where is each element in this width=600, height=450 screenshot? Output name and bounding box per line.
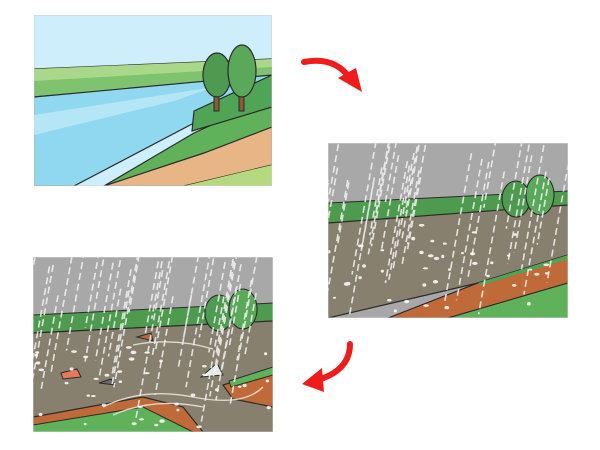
arrow-icon <box>298 340 360 396</box>
grass-left <box>33 406 194 432</box>
tree-icon <box>227 44 257 112</box>
grass-strip-light <box>184 165 272 186</box>
calm-river-scene <box>34 15 272 186</box>
levee-edge <box>478 255 568 285</box>
river-highlight <box>34 87 214 135</box>
levee-breach-scene <box>33 257 273 432</box>
grass-right <box>228 366 273 388</box>
heavy-rain-flooded-river-scene <box>328 143 568 318</box>
water-splashes <box>34 346 271 429</box>
rain-icon <box>33 257 258 422</box>
tree-icon <box>204 288 258 332</box>
grass-bank <box>447 282 568 318</box>
path <box>103 126 272 186</box>
rain-icon <box>328 143 568 318</box>
arrow-icon <box>300 52 366 96</box>
water-splashes <box>328 223 550 313</box>
water-swirls <box>102 341 264 416</box>
